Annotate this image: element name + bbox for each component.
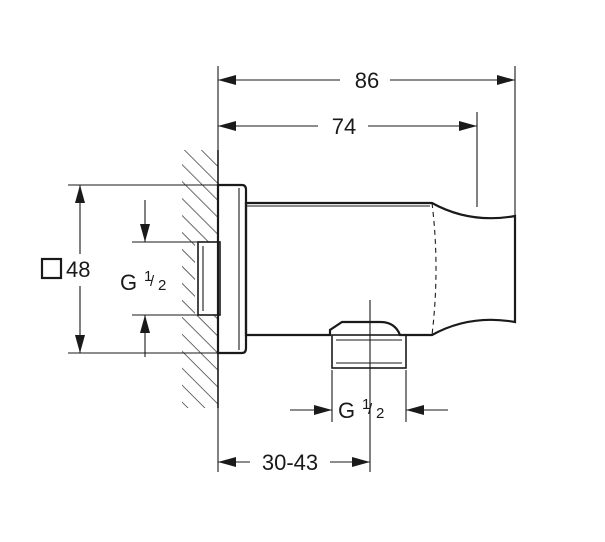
wall-flange — [216, 183, 248, 355]
total-length-label: 86 — [355, 68, 379, 93]
square-icon — [40, 257, 63, 280]
wall-thread-slash: / — [150, 273, 155, 290]
body-length-label: 74 — [332, 114, 356, 139]
square-size-label: 48 — [66, 257, 90, 282]
extension-lines — [68, 66, 516, 472]
wall-hatching — [182, 150, 219, 408]
dimension-body-length: 74 — [218, 110, 477, 140]
dimension-wall-thread: G 1 / 2 — [120, 200, 166, 357]
outlet-thread — [331, 334, 407, 369]
dimension-wall-offset: 30-43 — [218, 447, 370, 477]
wall-thread-denominator: 2 — [158, 277, 166, 294]
dimension-total-length: 86 — [218, 64, 515, 94]
wall-thread-letter: G — [120, 270, 137, 295]
outlet-body — [244, 201, 517, 337]
wall-offset-label: 30-43 — [262, 450, 318, 475]
outlet-thread-denominator: 2 — [376, 405, 384, 422]
wall-thread-numerator: 1 — [144, 268, 152, 285]
outlet-thread-numerator: 1 — [362, 396, 370, 413]
wall-thread-nipple — [197, 241, 221, 316]
outlet-thread-slash: / — [368, 401, 373, 418]
dimension-outlet-thread: G 1 / 2 — [290, 396, 448, 423]
outlet-thread-letter: G — [338, 398, 355, 423]
dimension-square-size: 48 — [36, 185, 108, 353]
